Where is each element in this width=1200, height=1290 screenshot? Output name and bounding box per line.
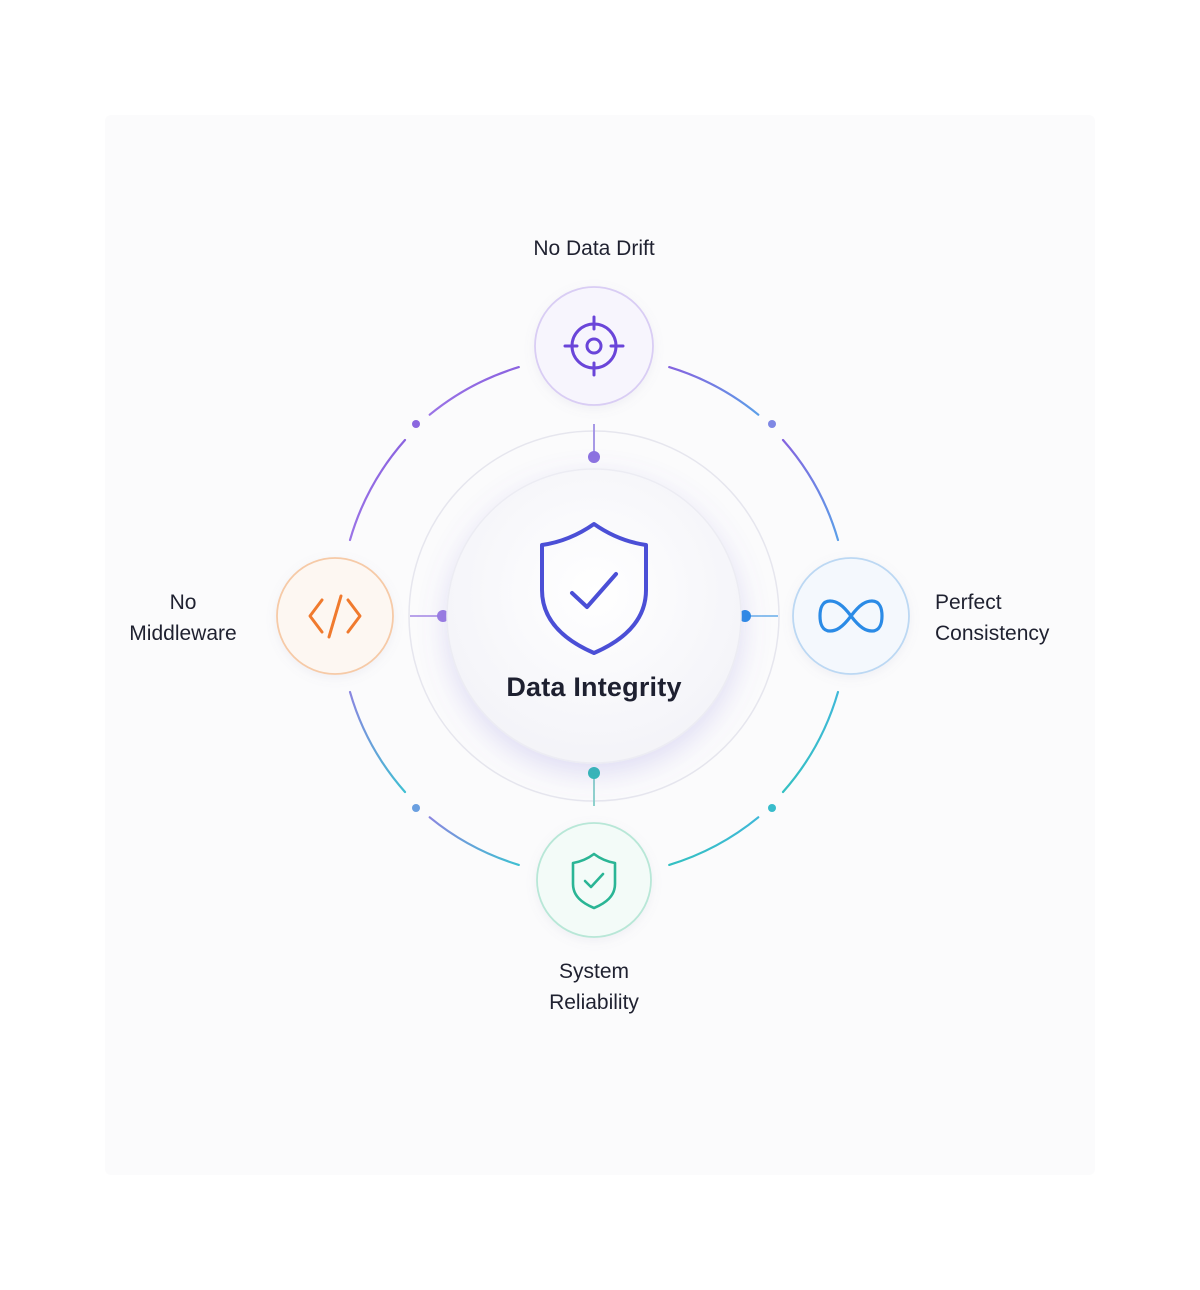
arc-bottom-right bbox=[668, 816, 760, 866]
label-line: No Data Drift bbox=[533, 237, 655, 260]
arc-top-right bbox=[668, 366, 760, 416]
arc-bottom-right-upper bbox=[781, 690, 840, 794]
label-line: Reliability bbox=[549, 991, 639, 1014]
node-top bbox=[534, 286, 654, 406]
arc-top-left-lower bbox=[348, 438, 407, 542]
shield-check-icon bbox=[540, 522, 648, 655]
ring-dot bbox=[412, 804, 420, 812]
label-system-reliability: System Reliability bbox=[494, 956, 694, 1018]
label-line: Consistency bbox=[935, 622, 1050, 645]
outer-ring bbox=[348, 366, 840, 866]
label-line: No bbox=[169, 591, 197, 614]
label-perfect-consistency: Perfect Consistency bbox=[935, 587, 1135, 649]
connector-dot-top bbox=[588, 451, 600, 463]
center-circle bbox=[446, 468, 742, 764]
label-line: Perfect bbox=[935, 591, 1002, 614]
connector-dot-bottom bbox=[588, 767, 600, 779]
target-icon bbox=[563, 315, 625, 377]
code-icon bbox=[308, 594, 362, 639]
infinity-icon bbox=[818, 599, 884, 633]
ring-dot bbox=[768, 804, 776, 812]
label-no-middleware: No Middleware bbox=[100, 587, 266, 649]
node-bottom bbox=[536, 822, 652, 938]
connector-dot-left bbox=[437, 610, 449, 622]
shield-check-icon bbox=[571, 852, 617, 910]
arc-top-left bbox=[428, 366, 520, 416]
ring-dot bbox=[412, 420, 420, 428]
label-no-data-drift: No Data Drift bbox=[494, 233, 694, 264]
center-title: Data Integrity bbox=[506, 672, 682, 702]
label-line: System bbox=[558, 960, 629, 983]
label-line: Middleware bbox=[129, 622, 237, 645]
arc-bottom-left bbox=[428, 816, 520, 866]
arc-top-right-lower bbox=[781, 438, 840, 542]
connector-dot-right bbox=[739, 610, 751, 622]
arc-bottom-left-upper bbox=[348, 690, 407, 794]
ring-dot bbox=[768, 420, 776, 428]
